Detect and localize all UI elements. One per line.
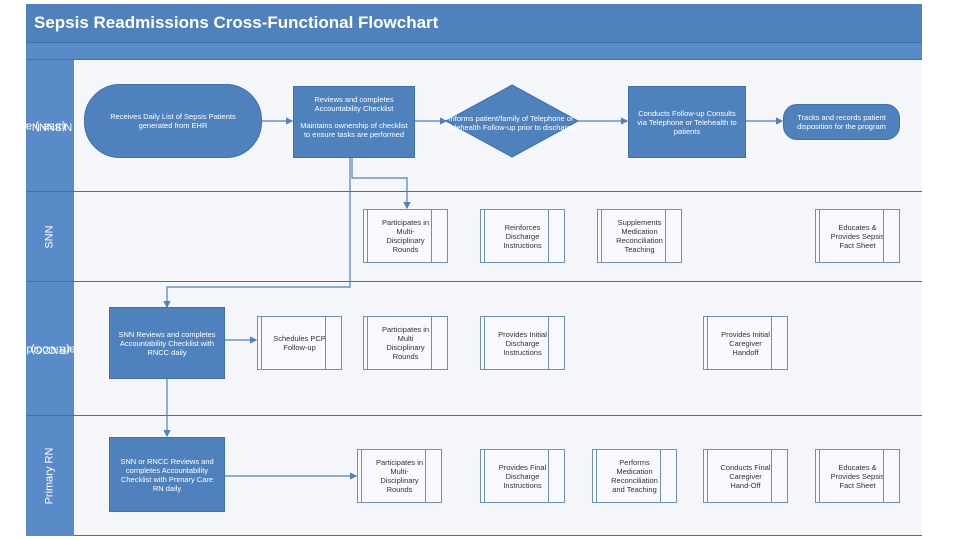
flowchart-title: Sepsis Readmissions Cross-Functional Flo…: [26, 4, 922, 42]
node-prn-final-discharge: Provides Final Discharge Instructions: [480, 449, 565, 503]
node-rncc-participates-rounds: Participates in Multi Disciplinary Round…: [363, 316, 448, 370]
decision-diamond: [444, 84, 580, 158]
node-tracks-records: Tracks and records patient disposition f…: [783, 104, 900, 140]
node-reviews-checklist: Reviews and completes Accountability Che…: [293, 86, 415, 158]
node-text-line: Maintains ownership of checklist to ensu…: [300, 121, 408, 139]
node-prn-caregiver-handoff: Conducts Final Caregiver Hand-Off: [703, 449, 788, 503]
node-receives-daily-list: Receives Daily List of Sepsis Patients g…: [84, 84, 262, 158]
node-prn-medication: Performs Medication Reconciliation and T…: [592, 449, 677, 503]
node-rncc-schedules: Schedules PCP Follow-up: [257, 316, 342, 370]
lane-label-rncc: RN Care Coordinator(RNCC): [0, 282, 102, 416]
node-rncc-reviews-checklist: SNN Reviews and completes Accountability…: [109, 307, 225, 379]
arrow-connector: [351, 158, 411, 210]
lane-label-snn-navigator: Sepsis Nurse Navigator(SNN): [0, 60, 108, 192]
lane-label-primary-rn: Primary RN: [26, 416, 74, 536]
node-rncc-provides-initial: Provides Initial Discharge Instructions: [480, 316, 565, 370]
node-prn-reviews-checklist: SNN or RNCC Reviews and completes Accoun…: [109, 437, 225, 512]
node-conducts-followup: Conducts Follow-up Consults via Telephon…: [628, 86, 746, 158]
node-rncc-caregiver-handoff: Provides Initial Caregiver Handoff: [703, 316, 788, 370]
arrow-connector: [163, 158, 351, 309]
node-text-line: Reviews and completes Accountability Che…: [314, 95, 394, 113]
node-informs-patient: Informs patient/family of Telephone or T…: [446, 114, 576, 132]
node-prn-participates-rounds: Participates in Multi-Disciplinary Round…: [357, 449, 442, 503]
node-prn-educates: Educates & Provides Sepsis Fact Sheet: [815, 449, 900, 503]
node-text-gap: [300, 113, 408, 121]
node-snn-educates: Educates & Provides Sepsis Fact Sheet: [815, 209, 900, 263]
node-snn-supplements: Supplements Medication Reconciliation Te…: [597, 209, 682, 263]
node-snn-participates-rounds: Participates in Multi-Disciplinary Round…: [363, 209, 448, 263]
lane-label-snn: SNN: [26, 192, 74, 282]
node-snn-reinforces: Reinforces Discharge Instructions: [480, 209, 565, 263]
header-divider-bar: [26, 42, 922, 60]
